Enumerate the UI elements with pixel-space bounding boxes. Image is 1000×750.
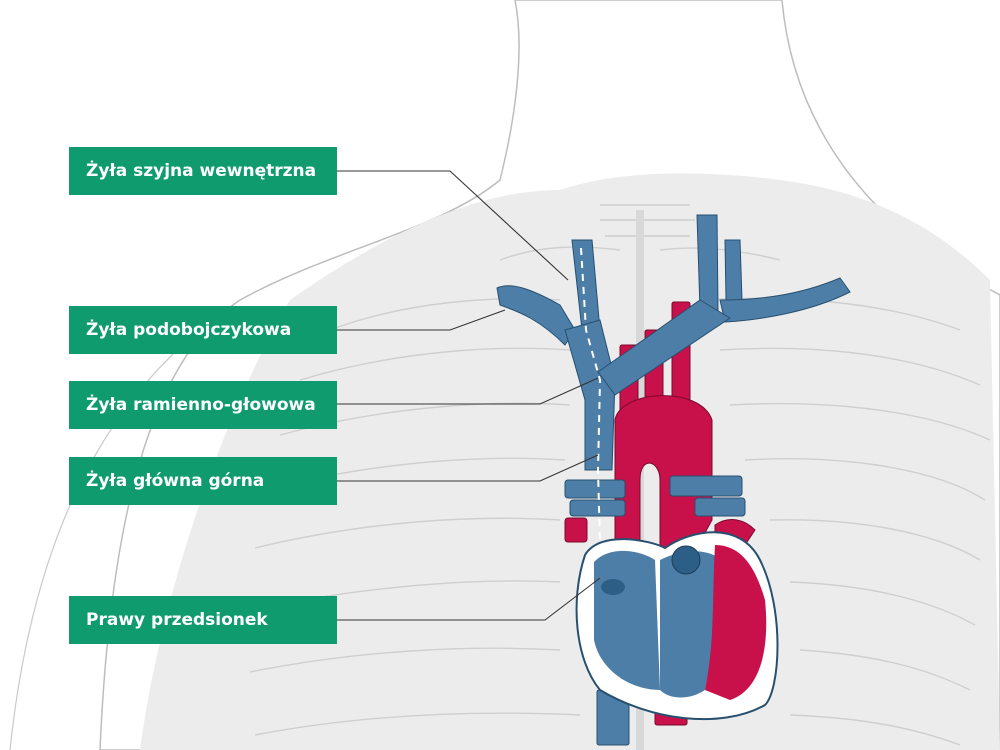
veins [496,214,851,746]
svc-dashed-line [580,247,602,546]
rib-cage-shading [140,173,1000,750]
leader-internal-jugular [337,170,569,281]
leader-superior-vena-cava [337,454,599,482]
heart [575,531,779,721]
leader-right-atrium [337,577,601,621]
leader-brachiocephalic [337,377,599,405]
label-superior-vena-cava: Żyła główna górna [69,457,337,505]
leader-lines [337,170,601,621]
label-internal-jugular-vein: Żyła szyjna wewnętrzna [69,147,337,195]
label-subclavian-vein: Żyła podobojczykowa [69,306,337,354]
label-brachiocephalic-vein: Żyła ramienno-głowowa [69,381,337,429]
leader-subclavian [337,309,506,331]
label-right-atrium: Prawy przedsionek [69,596,337,644]
